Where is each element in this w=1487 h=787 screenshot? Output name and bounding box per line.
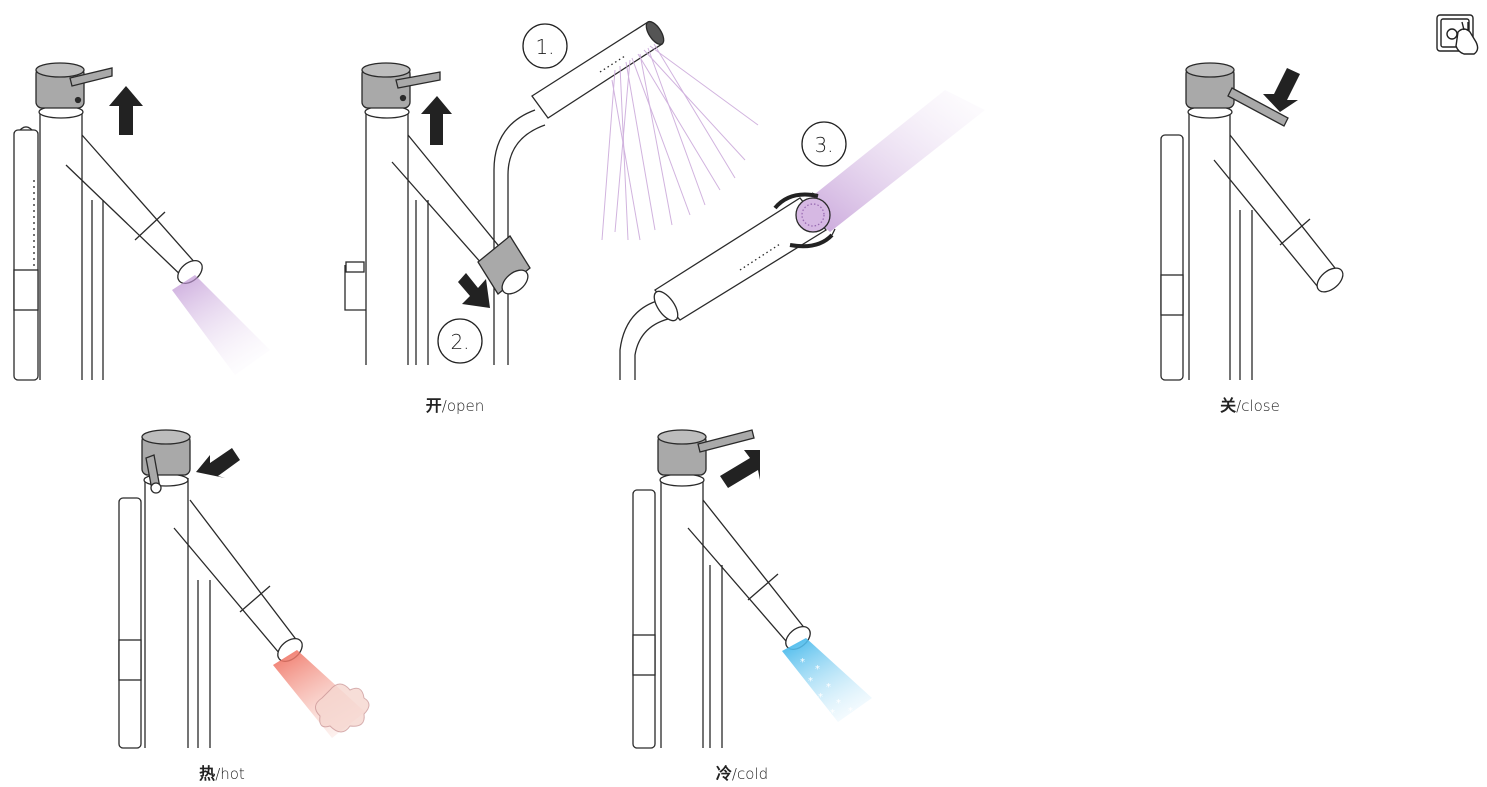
caption-close: 关/close bbox=[1220, 392, 1280, 416]
svg-text:*: * bbox=[808, 676, 813, 687]
caption-open-sep: / bbox=[441, 397, 447, 415]
svg-text:*: * bbox=[800, 657, 805, 668]
arrow-icon-down bbox=[1263, 68, 1300, 112]
caption-cold-sep: / bbox=[731, 765, 737, 783]
step-label-2: 2. bbox=[450, 330, 469, 354]
flow-shower-purple bbox=[800, 90, 985, 232]
caption-cold: 冷/cold bbox=[716, 760, 768, 784]
caption-hot-zh: 热 bbox=[199, 764, 216, 783]
caption-cold-zh: 冷 bbox=[715, 764, 732, 783]
hand-touch-icon bbox=[1436, 14, 1479, 55]
caption-close-sep: / bbox=[1236, 397, 1242, 415]
arrow-icon-down-right bbox=[458, 273, 490, 308]
steam-cloud bbox=[315, 683, 370, 733]
svg-text:*: * bbox=[818, 692, 823, 703]
svg-text:*: * bbox=[836, 698, 841, 709]
flow-open-left bbox=[172, 275, 270, 375]
spout-nozzle-grey bbox=[477, 235, 531, 295]
step-label-3: 3. bbox=[814, 133, 833, 157]
arrow-icon-up-right bbox=[720, 450, 760, 488]
caption-cold-en: cold bbox=[736, 765, 769, 783]
frost-flakes: ** ** ** ** bbox=[800, 657, 853, 719]
figure-hot bbox=[118, 429, 303, 749]
svg-text:*: * bbox=[830, 708, 835, 719]
caption-open-zh: 开 bbox=[425, 396, 442, 415]
step-badge-1: 1. bbox=[522, 23, 568, 69]
figure-cold bbox=[632, 429, 811, 749]
arrow-icon-left bbox=[196, 448, 240, 478]
caption-hot-sep: / bbox=[215, 765, 221, 783]
figure-close bbox=[1160, 62, 1344, 381]
step-badge-2: 2. bbox=[437, 318, 483, 364]
spray-lines bbox=[601, 43, 759, 241]
caption-hot: 热/hot bbox=[199, 760, 245, 784]
caption-open: 开/open bbox=[426, 392, 485, 416]
step-badge-3: 3. bbox=[801, 121, 847, 167]
arrow-icon-up-1 bbox=[109, 86, 143, 135]
svg-text:*: * bbox=[815, 664, 820, 675]
caption-open-en: open bbox=[446, 397, 485, 415]
caption-close-zh: 关 bbox=[1220, 396, 1237, 415]
figure-open-left bbox=[13, 62, 203, 381]
caption-hot-en: hot bbox=[220, 765, 245, 783]
arrow-icon-up-2 bbox=[421, 96, 452, 145]
figure-shower-head bbox=[619, 192, 836, 380]
svg-text:*: * bbox=[848, 706, 853, 717]
caption-close-en: close bbox=[1241, 397, 1280, 415]
flow-cold bbox=[782, 638, 872, 722]
svg-text:*: * bbox=[826, 682, 831, 693]
step-label-1: 1. bbox=[535, 35, 554, 59]
